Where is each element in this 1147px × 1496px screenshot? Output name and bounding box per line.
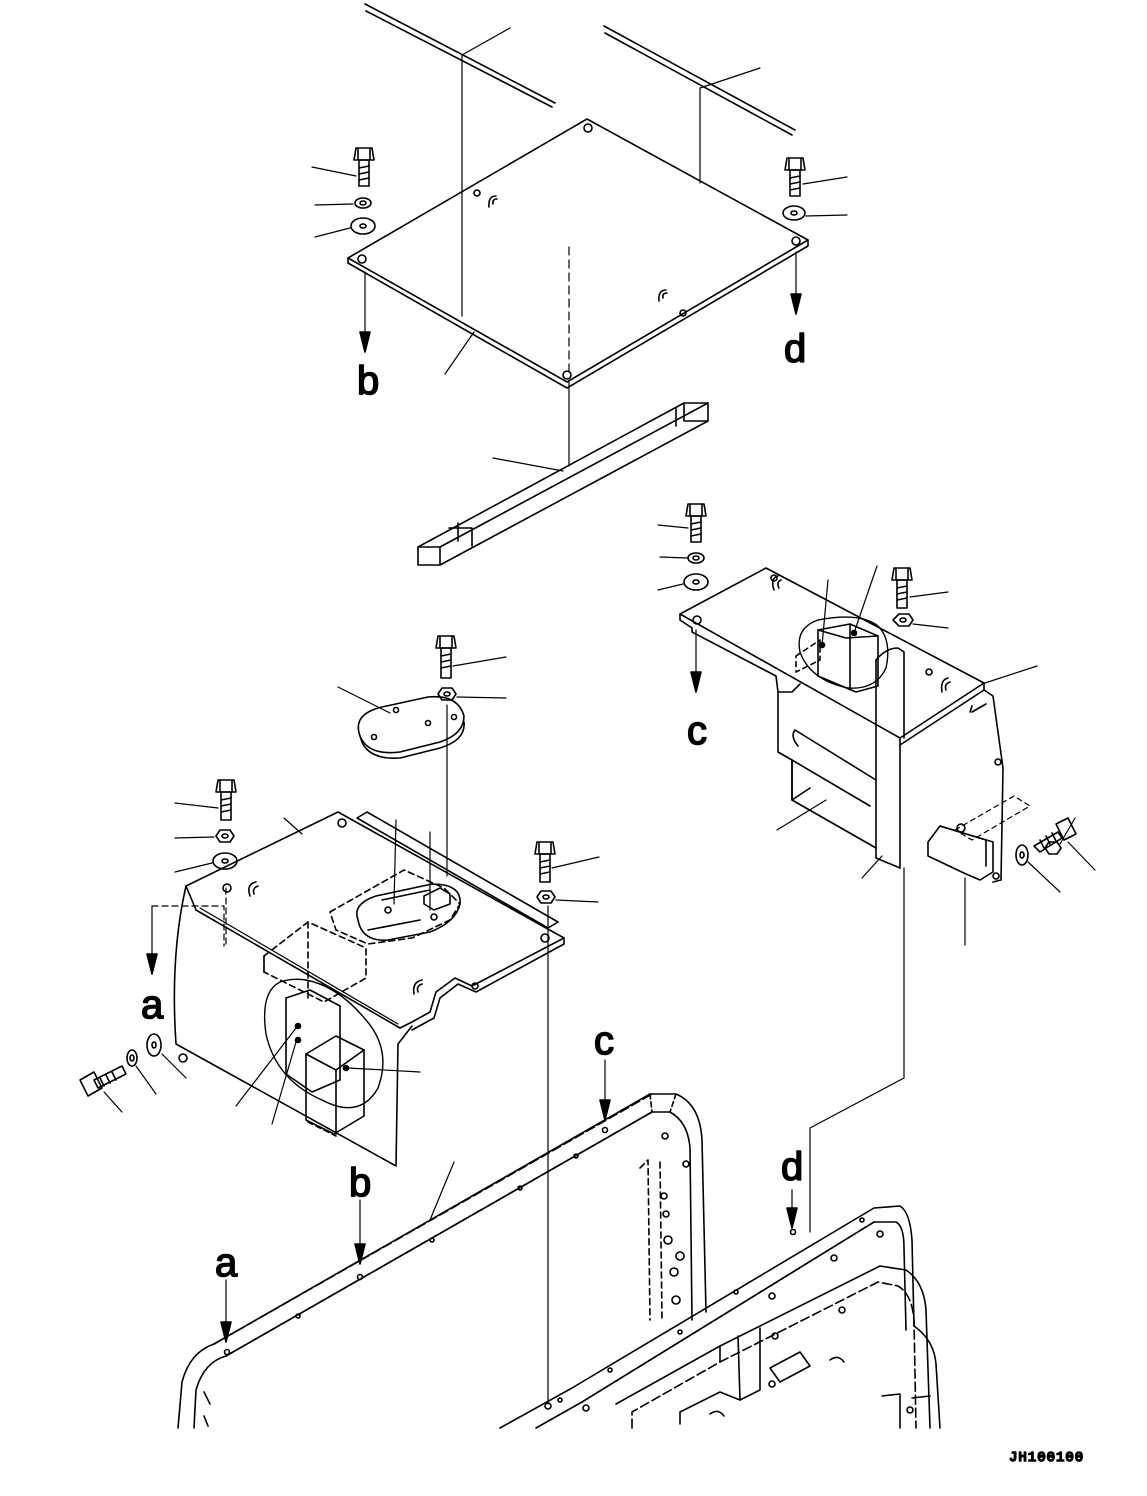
leader-arrow-a-frame xyxy=(220,1279,232,1343)
leader-lines-long xyxy=(547,867,905,1405)
bolt-icon xyxy=(311,147,375,187)
flat-washer-icon xyxy=(1015,844,1061,893)
nut-icon xyxy=(174,829,235,843)
flat-washer-icon xyxy=(174,852,238,873)
ref-letter-c-frame: c xyxy=(594,1019,614,1063)
bolt-icon xyxy=(1033,817,1096,871)
spring-washer-icon xyxy=(126,1049,157,1095)
ref-letter-b-frame: b xyxy=(349,1161,371,1205)
mount-bracket-dashed xyxy=(954,795,1031,841)
bolt-icon xyxy=(174,779,237,821)
spring-washer-icon xyxy=(314,197,372,209)
leader-lines-top xyxy=(461,54,701,317)
nut-icon xyxy=(437,687,507,701)
flat-washer-icon xyxy=(782,205,848,221)
ref-letter-a-left: a xyxy=(141,983,164,1027)
duct-bar xyxy=(417,402,709,566)
leader-arrow-b-frame xyxy=(354,1199,366,1265)
leader-arrow-c-right xyxy=(690,629,702,693)
bolt-icon xyxy=(657,503,707,543)
ref-letter-d-top: d xyxy=(784,327,806,371)
top-cover-plate xyxy=(347,118,809,389)
leader-arrow-d-frame xyxy=(786,1189,798,1229)
left-side-cover xyxy=(151,811,565,1167)
leader-arrow-d-top xyxy=(790,251,802,315)
flat-washer-icon xyxy=(657,573,709,591)
nut-icon xyxy=(536,890,599,904)
cab-frame-left xyxy=(177,1093,707,1429)
flat-washer-icon xyxy=(892,613,949,629)
ref-letter-b-top: b xyxy=(357,359,379,403)
ref-letter-c-right: c xyxy=(687,709,707,753)
seal-strip-left xyxy=(364,3,556,108)
seal-strip-right xyxy=(603,25,796,136)
bolt-icon xyxy=(891,567,949,609)
bolt-icon xyxy=(784,157,848,197)
bolt-icon xyxy=(79,1065,127,1113)
leader-arrow-a-left xyxy=(146,905,158,975)
oval-access-cover xyxy=(337,686,465,759)
leader-arrow-c-frame xyxy=(599,1059,611,1121)
flat-washer-icon xyxy=(314,217,376,238)
drawing-code: JH100100 xyxy=(1009,1450,1084,1466)
flat-washer-icon xyxy=(146,1033,187,1079)
ref-letter-d-frame: d xyxy=(781,1145,803,1189)
leader-arrow-b-top xyxy=(359,271,371,353)
spring-washer-icon xyxy=(659,552,705,564)
bolt-icon xyxy=(435,635,507,679)
ref-letter-a-frame: a xyxy=(215,1241,238,1285)
right-side-cover xyxy=(679,565,1038,946)
bolt-icon xyxy=(534,841,600,883)
cab-frame-right xyxy=(499,1205,941,1429)
